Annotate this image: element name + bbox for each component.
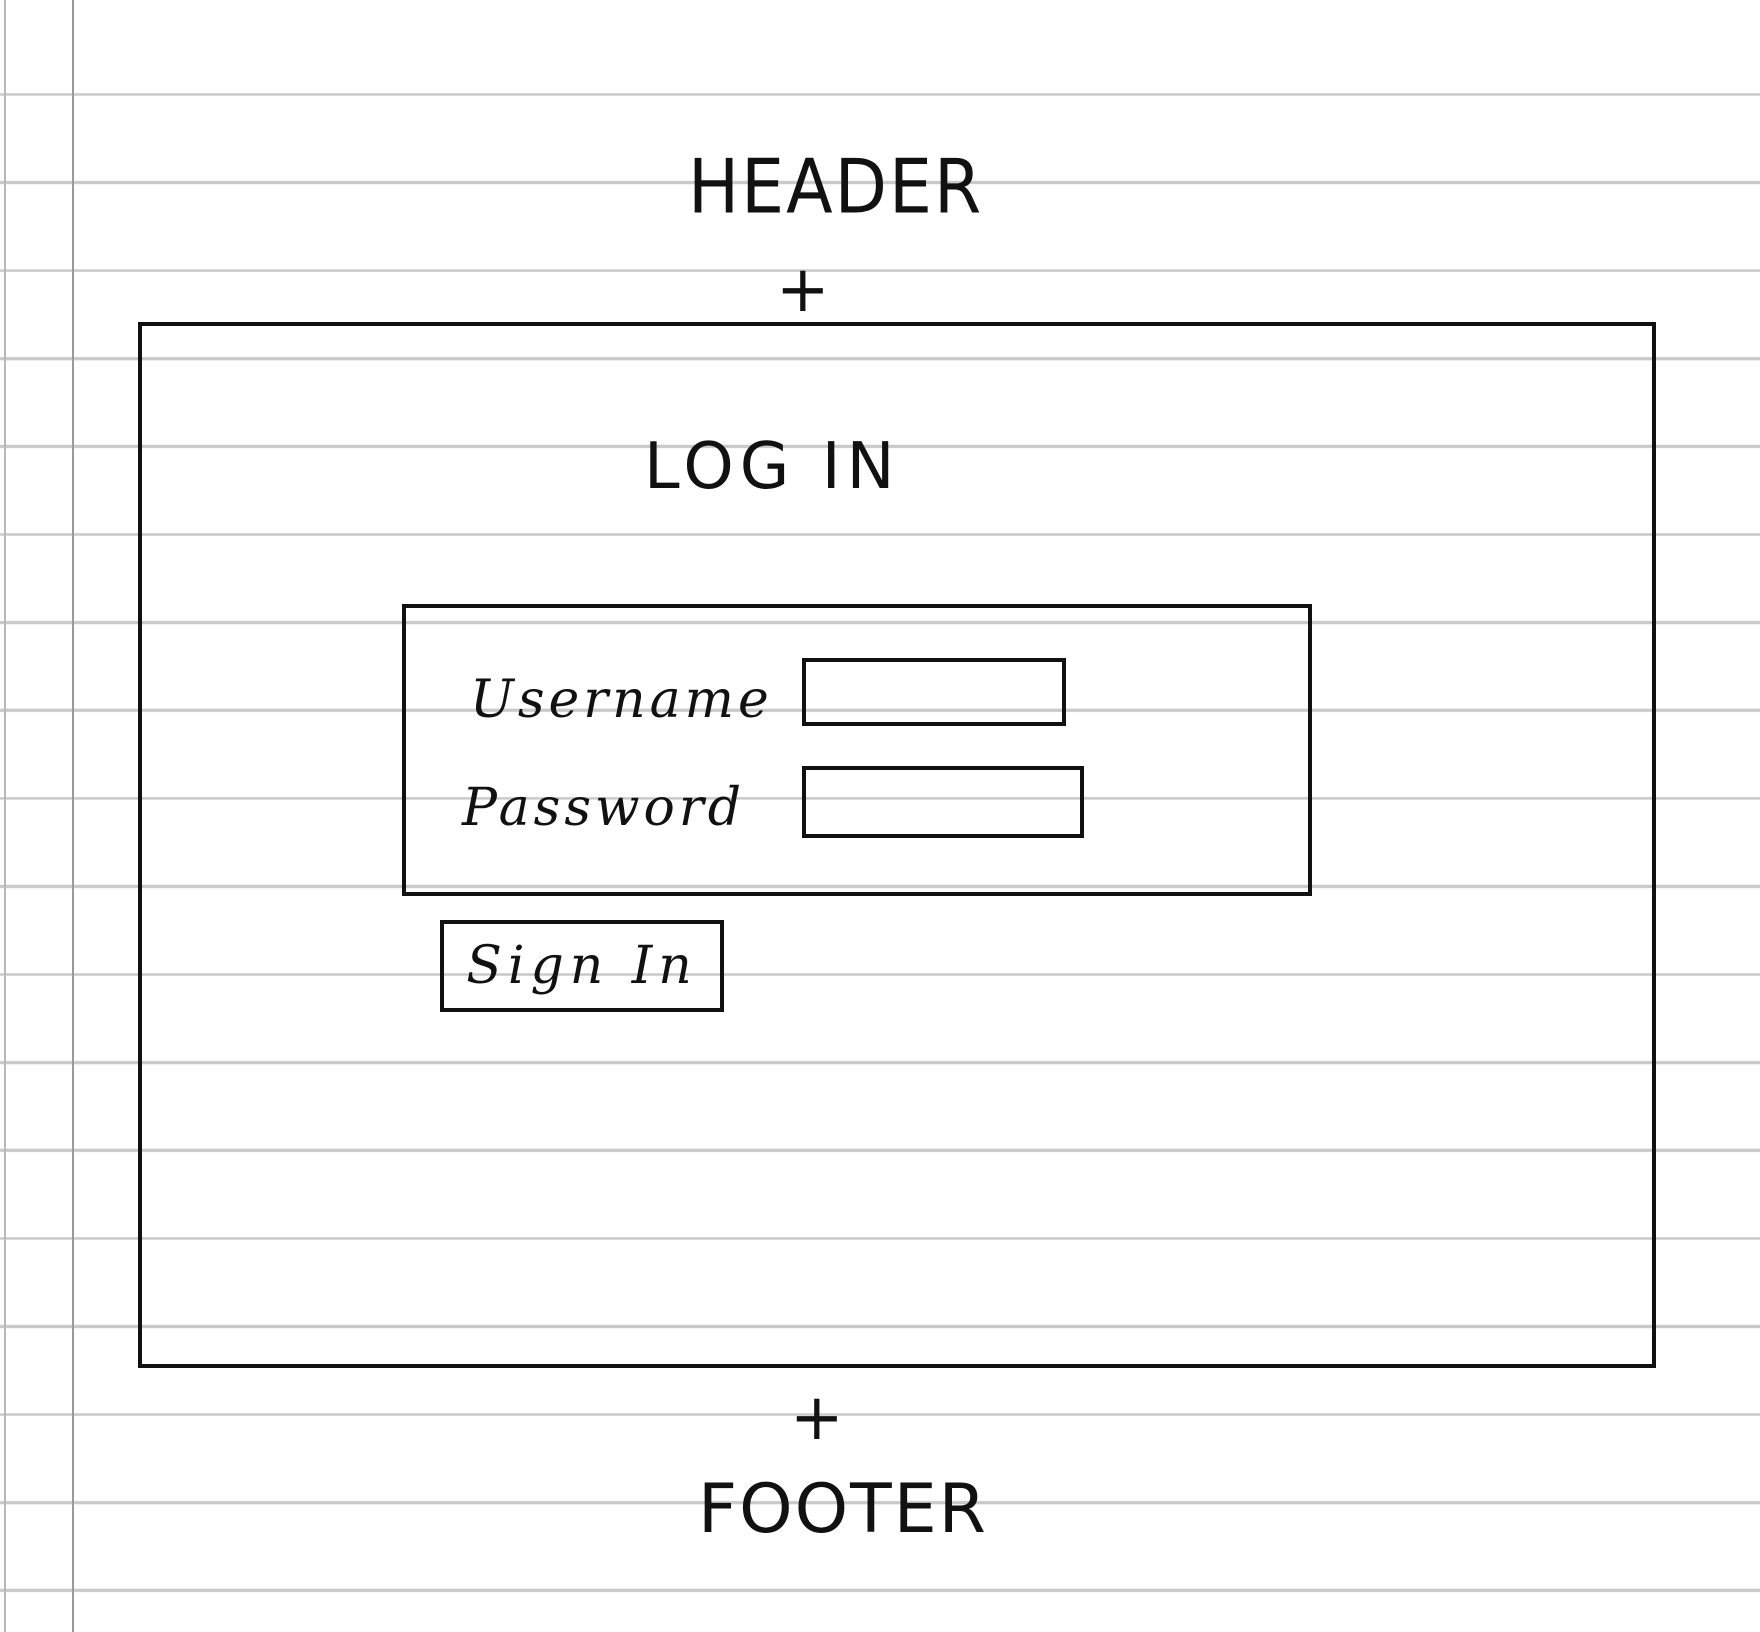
password-label: Password	[462, 778, 745, 838]
page-content-frame	[138, 322, 1656, 1368]
footer-connector: +	[790, 1381, 844, 1455]
password-input[interactable]	[802, 766, 1084, 838]
username-label: Username	[470, 670, 773, 730]
notebook-margin-line	[72, 0, 74, 1632]
header-label: HEADER	[688, 144, 984, 231]
header-connector: +	[776, 253, 830, 327]
page-title: LOG IN	[644, 430, 901, 504]
notebook-margin-line-left	[4, 0, 6, 1632]
username-input[interactable]	[802, 658, 1066, 726]
footer-label: FOOTER	[698, 1470, 988, 1549]
sign-in-button[interactable]: Sign In	[440, 920, 724, 1012]
login-form-box	[402, 604, 1312, 896]
